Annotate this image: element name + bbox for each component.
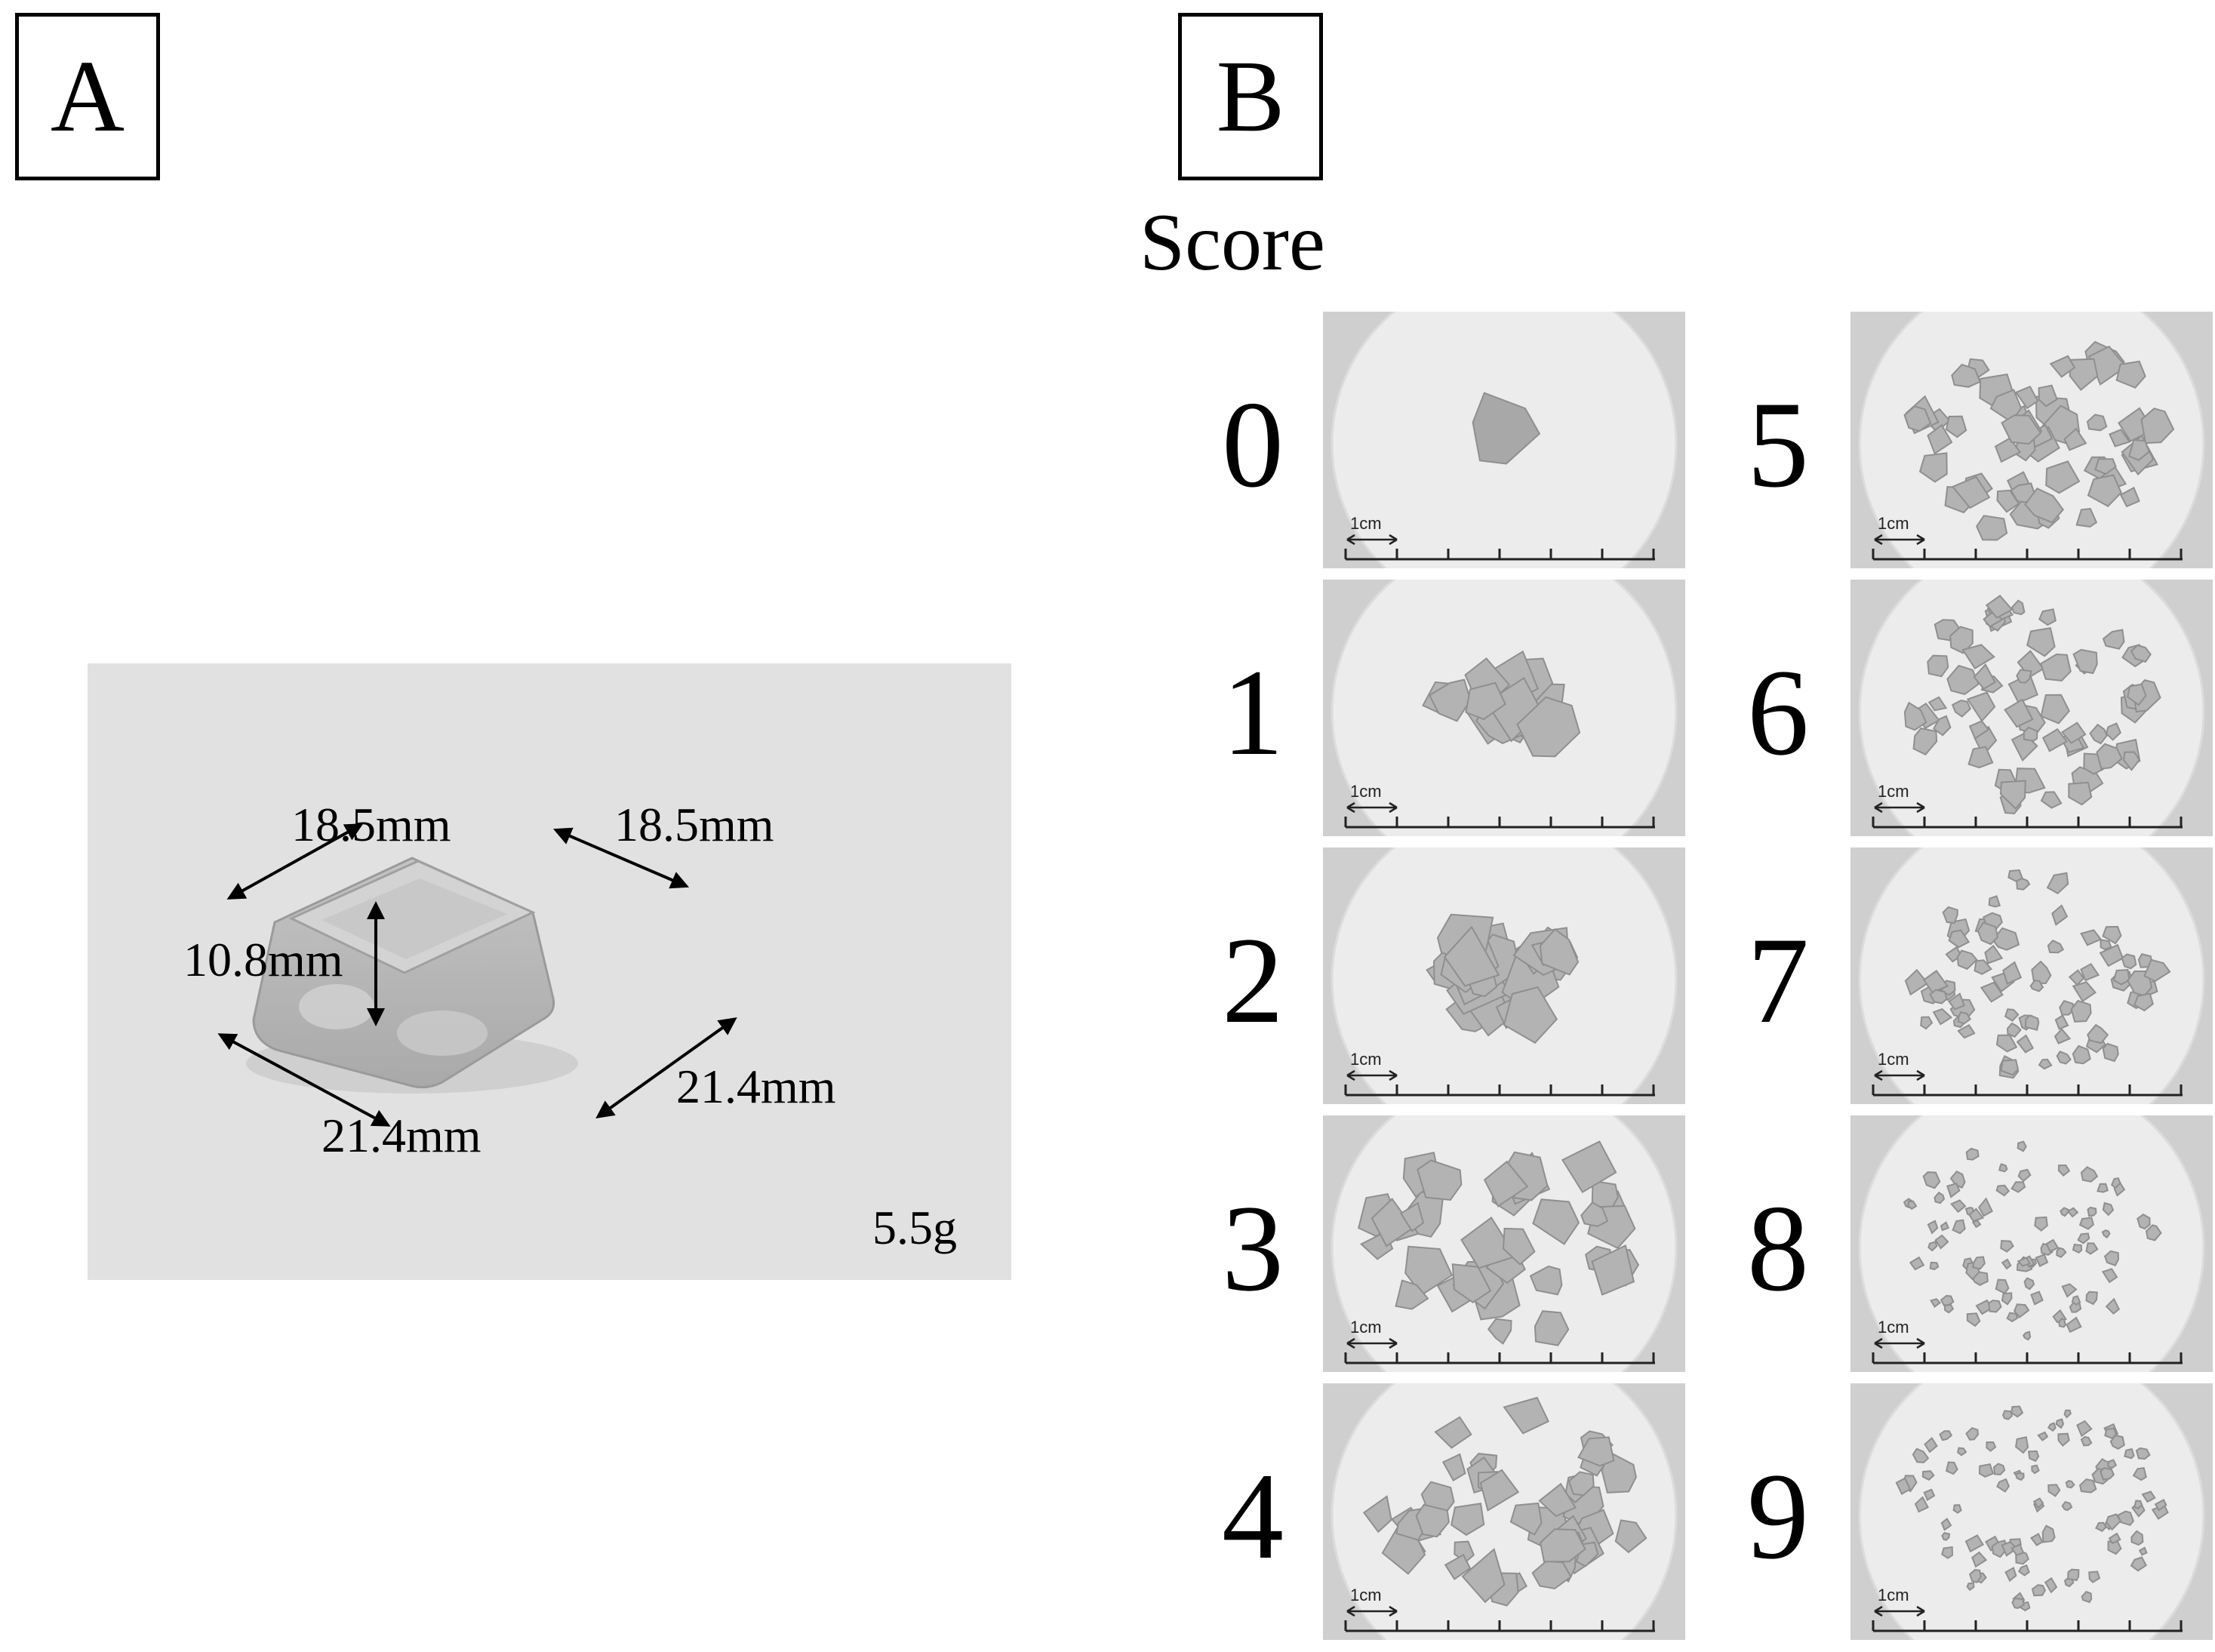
score-number: 1 <box>1222 644 1284 781</box>
score-number: 2 <box>1222 912 1284 1049</box>
score-number: 9 <box>1747 1448 1809 1585</box>
fragment-illustration <box>1858 312 2205 568</box>
fragment-illustration <box>1858 1383 2205 1640</box>
gel-cube-illustration <box>217 823 737 1127</box>
fragment-illustration <box>1331 1115 1678 1372</box>
fragment-photo: 1cm <box>1850 580 2213 836</box>
dim-bottom-right: 21.4mm <box>676 1060 836 1113</box>
scale-bar-label: 1cm <box>1878 1586 1909 1604</box>
fragment-photo: 1cm <box>1850 848 2213 1104</box>
dim-bottom-left: 21.4mm <box>321 1109 481 1162</box>
scale-bar-label: 1cm <box>1350 782 1382 801</box>
score-number: 5 <box>1747 377 1809 513</box>
fragment-photo: 1cm <box>1323 312 1685 568</box>
fragment-photo: 1cm <box>1323 580 1685 836</box>
fragment-illustration <box>1331 1383 1678 1640</box>
scale-bar-label: 1cm <box>1350 514 1382 533</box>
scale-bar-label: 1cm <box>1350 1318 1382 1337</box>
scale-bar-label: 1cm <box>1350 1050 1382 1069</box>
dim-height: 10.8mm <box>183 933 343 986</box>
panel-a-label: A <box>15 13 160 180</box>
score-number: 8 <box>1747 1180 1809 1317</box>
fragment-photo: 1cm <box>1323 1115 1685 1372</box>
scale-bar-label: 1cm <box>1878 782 1909 801</box>
fragment-photo: 1cm <box>1323 1383 1685 1640</box>
fragment-illustration <box>1331 848 1678 1104</box>
fragment-illustration <box>1858 848 2205 1104</box>
fragment-photo: 1cm <box>1850 1383 2213 1640</box>
score-number: 7 <box>1747 912 1809 1049</box>
panel-b-label: B <box>1178 13 1323 180</box>
scale-bar-label: 1cm <box>1878 514 1909 533</box>
score-number: 3 <box>1222 1180 1284 1317</box>
fragment-photo: 1cm <box>1850 312 2213 568</box>
score-title: Score <box>1140 198 1325 288</box>
scale-bar-label: 1cm <box>1350 1586 1382 1604</box>
fragment-illustration <box>1858 1115 2205 1372</box>
scale-bar-label: 1cm <box>1878 1050 1909 1069</box>
gel-photo: 18.5mm 18.5mm 10.8mm 21.4mm 21.4mm 5.5g <box>88 663 1011 1280</box>
dim-top-left: 18.5mm <box>291 798 451 851</box>
scale-bar-label: 1cm <box>1878 1318 1909 1337</box>
dim-top-right: 18.5mm <box>614 798 774 851</box>
score-number: 6 <box>1747 644 1809 781</box>
fragment-illustration <box>1331 312 1678 568</box>
fragment-photo: 1cm <box>1323 848 1685 1104</box>
score-number: 0 <box>1222 377 1284 513</box>
fragment-photo: 1cm <box>1850 1115 2213 1372</box>
score-number: 4 <box>1222 1448 1284 1585</box>
fragment-illustration <box>1331 580 1678 836</box>
fragment-illustration <box>1858 580 2205 836</box>
weight-label: 5.5g <box>872 1201 957 1254</box>
